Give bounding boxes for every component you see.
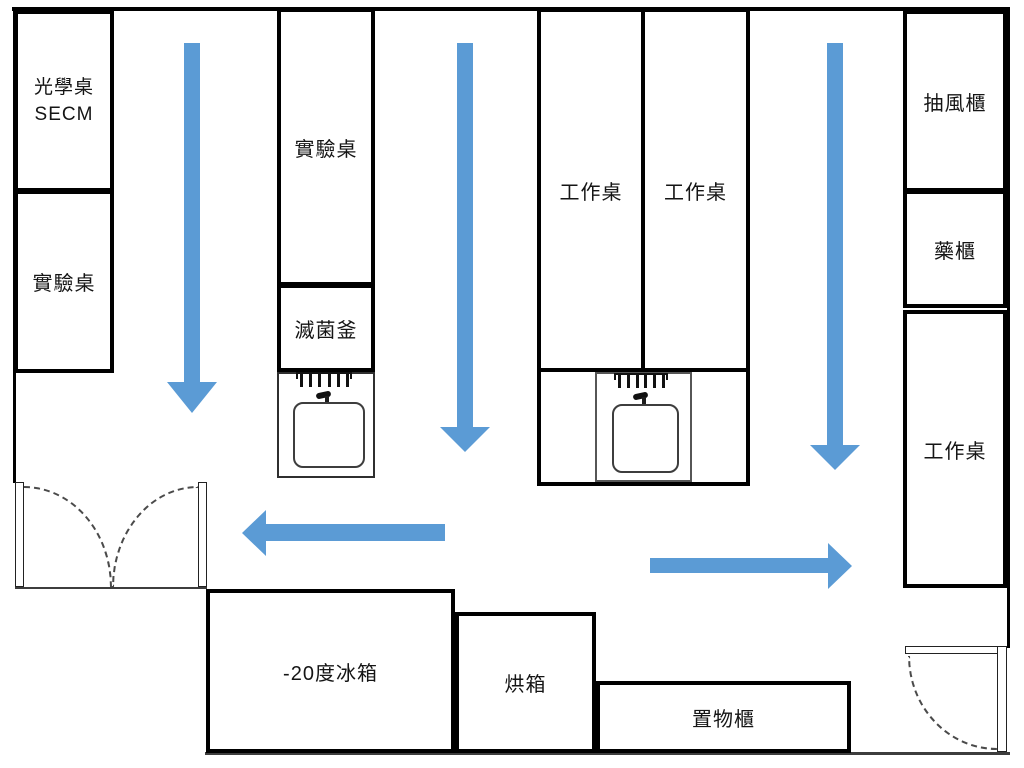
storage-cabinet: 置物櫃 [596,681,851,753]
double-door-right-swing-arc [112,486,198,587]
freezer-label: -20度冰箱 [283,662,378,685]
sink-middle-drain-rack [614,373,668,380]
work-desk-right-label: 工作桌 [923,440,987,463]
flow-arrow-down-center-aisle [440,43,490,452]
autoclave-label: 滅菌釜 [294,319,358,342]
lab-bench-mid-label: 實驗桌 [294,138,358,161]
wall-right [1007,7,1010,648]
lab-bench-left-label: 實驗桌 [32,273,96,295]
work-desk-mid-left-label: 工作桌 [559,181,623,204]
side-door-header [905,646,1007,654]
lab-bench-left: 實驗桌 [14,190,114,373]
lab-bench-mid: 實驗桌 [277,8,375,286]
optical-table: 光學桌 SECM [14,10,114,192]
side-door-swing-arc [908,656,997,750]
sink-left-basin [293,402,365,468]
work-desk-mid-left: 工作桌 [537,8,645,372]
side-door-leaf [997,646,1007,752]
fume-hood: 抽風櫃 [903,10,1007,192]
sink-left-drain-rack [296,372,352,379]
flow-arrow-left [242,510,445,556]
wall-top [12,7,1010,11]
optical-table-label-line2: SECM [34,104,94,125]
flow-arrow-right [650,543,852,589]
double-door-left-swing-arc [24,486,112,587]
double-door-left-leaf [15,482,24,587]
flow-arrow-down-right-aisle [810,43,860,470]
door-threshold-left [15,587,207,589]
medicine-cabinet: 藥櫃 [903,190,1007,308]
autoclave: 滅菌釜 [277,284,375,372]
sink-left-drain-rack-teeth [300,374,349,387]
sink-middle-drain-rack-teeth [618,375,665,388]
work-desk-mid-right-label: 工作桌 [664,181,727,204]
double-door-right-leaf [198,482,207,587]
sink-middle-basin [612,404,679,473]
storage-cabinet-label: 置物櫃 [692,708,755,731]
flow-arrow-down-left-aisle [167,43,217,413]
wall-bottom [205,752,1010,755]
work-desk-right: 工作桌 [903,310,1007,588]
medicine-cabinet-label: 藥櫃 [934,240,976,263]
work-desk-mid-right: 工作桌 [641,8,750,372]
optical-table-label-line1: 光學桌 [33,77,94,98]
oven-label: 烘箱 [504,674,547,696]
oven: 烘箱 [455,612,596,753]
fume-hood-label: 抽風櫃 [923,92,987,115]
freezer: -20度冰箱 [206,589,455,753]
